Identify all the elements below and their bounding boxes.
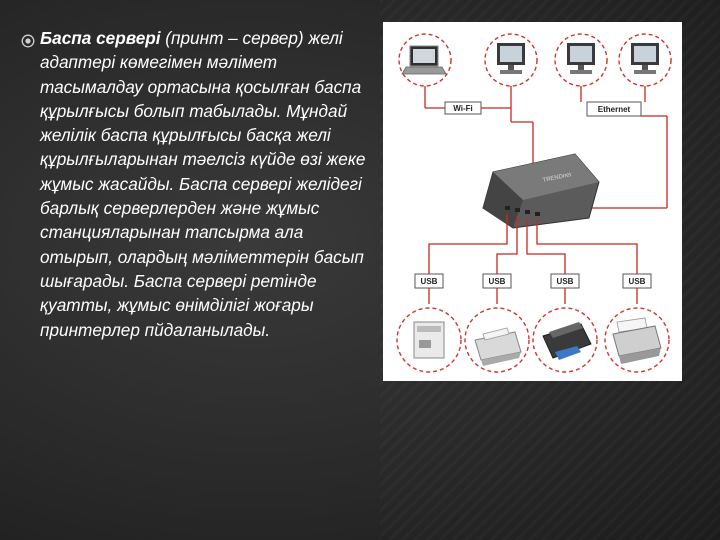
inkjet-printer-icon bbox=[474, 327, 522, 366]
usb-badge-3: USB bbox=[550, 273, 580, 289]
photo-printer-icon bbox=[612, 317, 662, 364]
device-brand-label: TRENDnet bbox=[542, 172, 572, 184]
top-device-1 bbox=[398, 33, 452, 87]
laptop-icon bbox=[401, 45, 447, 75]
usb-label-4: USB bbox=[629, 277, 646, 286]
usb-label-2: USB bbox=[489, 277, 506, 286]
body-paragraph: Баспа сервері (принт – сервер) желі адап… bbox=[40, 26, 370, 342]
print-server-device-icon: TRENDnet bbox=[482, 153, 600, 229]
bottom-device-2 bbox=[464, 307, 530, 373]
ethernet-badge: Ethernet bbox=[586, 101, 642, 117]
bottom-device-3 bbox=[532, 307, 598, 373]
bottom-device-1 bbox=[396, 307, 462, 373]
usb-label-1: USB bbox=[421, 277, 438, 286]
usb-label-3: USB bbox=[557, 277, 574, 286]
usb-badge-1: USB bbox=[414, 273, 444, 289]
network-wires bbox=[424, 86, 668, 209]
desktop-icon bbox=[567, 43, 595, 74]
definition-text: (принт – сервер) желі адаптері көмегімен… bbox=[40, 28, 366, 340]
ethernet-label: Ethernet bbox=[598, 105, 631, 114]
desktop-icon bbox=[631, 43, 659, 74]
top-device-2 bbox=[484, 33, 538, 87]
wifi-badge: Wi-Fi bbox=[444, 101, 482, 115]
top-device-3 bbox=[554, 33, 608, 87]
top-device-4 bbox=[618, 33, 672, 87]
term-bold: Баспа сервері bbox=[40, 28, 161, 48]
multifunction-printer-icon bbox=[542, 322, 592, 360]
bottom-device-4 bbox=[604, 307, 670, 373]
desktop-icon bbox=[497, 43, 525, 74]
usb-badge-2: USB bbox=[482, 273, 512, 289]
laser-printer-icon bbox=[413, 321, 445, 359]
wifi-label: Wi-Fi bbox=[453, 104, 472, 113]
print-server-diagram: Wi-Fi Ethernet TRENDnet bbox=[383, 22, 682, 381]
usb-badge-4: USB bbox=[622, 273, 652, 289]
target-bullet-icon bbox=[21, 34, 35, 48]
